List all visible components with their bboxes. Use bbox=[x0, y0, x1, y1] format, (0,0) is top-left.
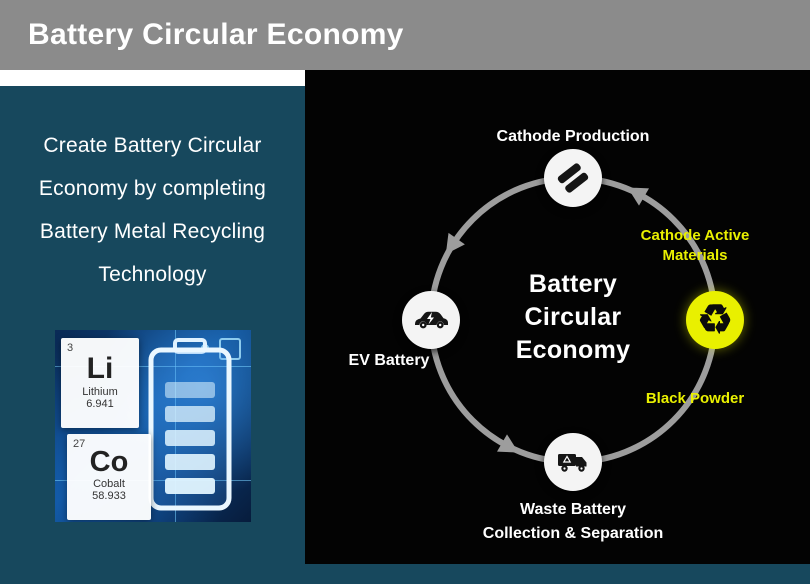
left-panel: Create Battery Circular Economy by compl… bbox=[0, 86, 305, 584]
description-text: Create Battery Circular Economy by compl… bbox=[0, 86, 305, 296]
header-bar: Battery Circular Economy bbox=[0, 0, 810, 70]
periodic-tile-cobalt: 27 Co Cobalt 58.933 bbox=[67, 434, 151, 520]
description-line: Battery Metal Recycling bbox=[39, 220, 266, 243]
node-waste-battery bbox=[544, 433, 602, 491]
label-line: Cathode Active bbox=[640, 227, 750, 244]
recycle-icon: ♻ bbox=[697, 298, 733, 342]
label-cathode-production: Cathode Production bbox=[496, 128, 650, 145]
flow-arrowhead bbox=[445, 232, 465, 255]
atomic-mass: 6.941 bbox=[86, 398, 114, 410]
description-line: Economy by completing bbox=[38, 177, 267, 200]
label-cathode-active-materials: Cathode Active Materials bbox=[614, 226, 776, 266]
label-ev-battery: EV Battery bbox=[348, 352, 430, 369]
diagram-panel: Cathode Production Cathode Active Materi… bbox=[305, 70, 810, 564]
cathode-sheets-icon bbox=[557, 163, 589, 193]
label-black-powder: Black Powder bbox=[645, 390, 745, 407]
node-cathode-production bbox=[544, 149, 602, 207]
element-symbol: Li bbox=[86, 352, 114, 385]
label-line: Waste Battery bbox=[519, 501, 627, 518]
atomic-mass: 58.933 bbox=[92, 490, 126, 502]
waste-truck-icon bbox=[558, 454, 587, 472]
battery-illustration-icon bbox=[148, 338, 232, 511]
battery-elements-image: 3 Li Lithium 6.941 27 Co Cobalt 58.933 bbox=[55, 330, 251, 522]
circuit-line-decoration bbox=[175, 330, 176, 522]
flow-arrowhead bbox=[627, 187, 649, 206]
diagram-title: Battery Circular Economy bbox=[473, 268, 673, 367]
page-title: Battery Circular Economy bbox=[28, 18, 404, 51]
flow-arrowhead bbox=[497, 434, 519, 453]
node-recycling: ♻ bbox=[686, 291, 744, 349]
diagram-title-line: Economy bbox=[515, 336, 631, 364]
element-symbol: Co bbox=[89, 446, 129, 478]
periodic-tile-lithium: 3 Li Lithium 6.941 bbox=[61, 338, 139, 428]
label-line: Materials bbox=[662, 247, 728, 264]
label-line: Collection & Separation bbox=[482, 525, 664, 542]
label-waste-battery: Waste Battery Collection & Separation bbox=[423, 498, 723, 546]
element-name: Lithium bbox=[82, 386, 118, 398]
diagram-title-line: Battery bbox=[528, 270, 618, 298]
description-line: Technology bbox=[98, 263, 207, 286]
atomic-number: 3 bbox=[67, 342, 74, 354]
ev-car-icon bbox=[415, 311, 448, 329]
atomic-number: 27 bbox=[73, 438, 86, 450]
element-name: Cobalt bbox=[93, 478, 125, 490]
description-line: Create Battery Circular bbox=[43, 134, 262, 157]
diagram-title-line: Circular bbox=[524, 303, 622, 331]
footer-strip bbox=[305, 564, 810, 584]
node-ev-battery bbox=[402, 291, 460, 349]
